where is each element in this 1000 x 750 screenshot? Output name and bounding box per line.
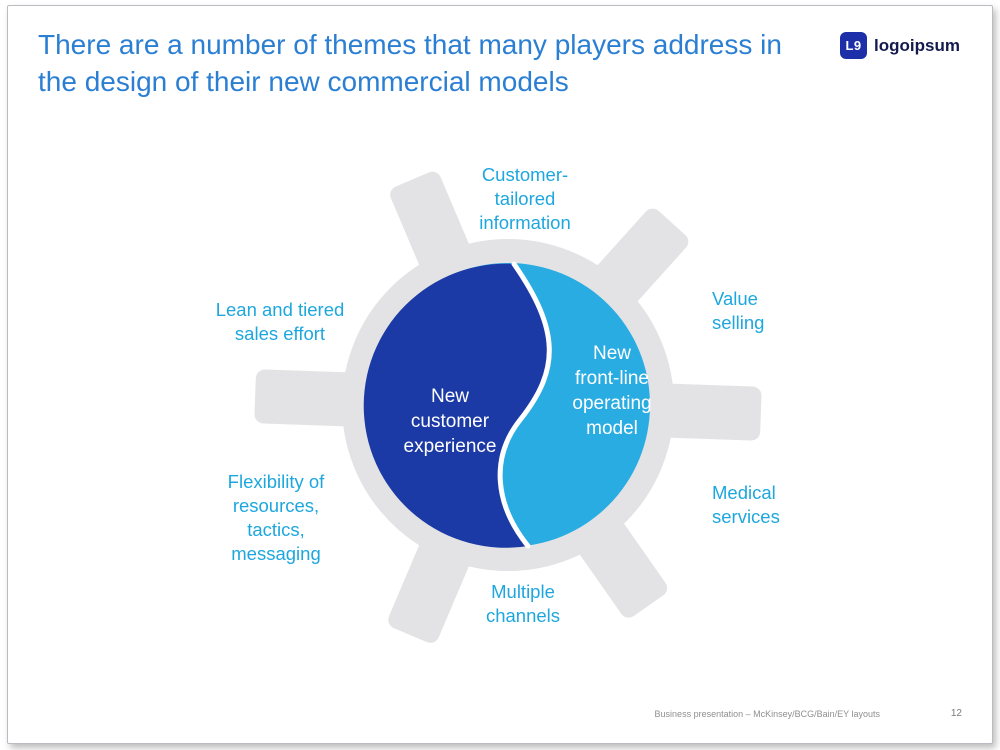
logo-text: logoipsum xyxy=(874,35,960,55)
logo-icon-glyph: L9 xyxy=(845,38,862,53)
divider-curve xyxy=(497,261,552,549)
theme-label-lower-left: Flexibility of resources, tactics, messa… xyxy=(227,471,325,565)
logo-icon: L9 xyxy=(840,32,868,59)
theme-label-upper-left: Lean and tiered sales effort xyxy=(215,299,345,345)
theme-label-top: Customer- tailored information xyxy=(479,164,571,234)
center-label-left: New customer experience xyxy=(403,386,497,458)
logo: L9 logoipsum xyxy=(840,32,960,59)
theme-label-bottom: Multiple channels xyxy=(485,581,561,627)
theme-label-upper-right: Value selling xyxy=(712,288,765,334)
center-label-right: New front-line operating model xyxy=(572,343,652,440)
footer-caption: Business presentation – McKinsey/BCG/Bai… xyxy=(654,709,880,719)
page-number: 12 xyxy=(950,708,962,719)
left-half-shape xyxy=(363,263,550,548)
theme-label-lower-right: Medical services xyxy=(712,482,780,528)
slide-title: There are a number of themes that many p… xyxy=(38,29,782,97)
outer-ring xyxy=(342,239,674,571)
